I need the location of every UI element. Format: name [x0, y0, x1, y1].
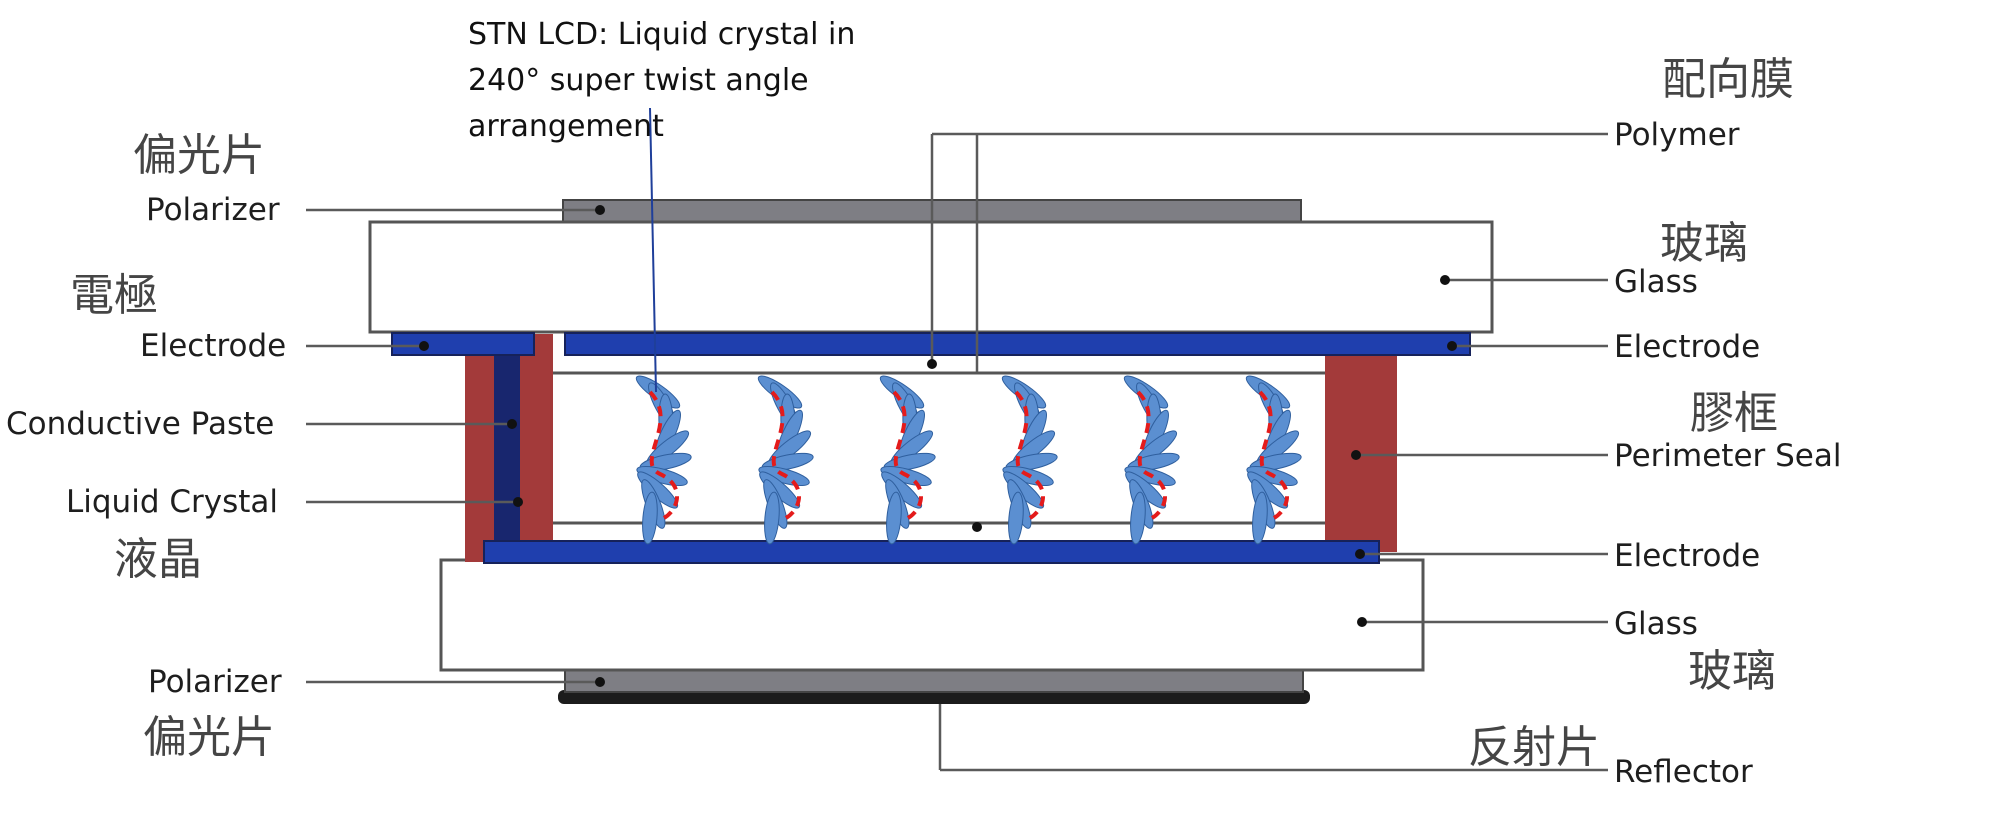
caption-line-1: STN LCD: Liquid crystal in: [468, 17, 856, 52]
label-glass-bottom: Glass: [1614, 606, 1698, 642]
label-polarizer-top-zh: 偏光片: [133, 130, 265, 181]
label-glass-top-zh: 玻璃: [1660, 218, 1748, 269]
label-electrode-top-right: Electrode: [1614, 329, 1760, 365]
lc-molecule: [764, 491, 780, 545]
label-glass-top: Glass: [1614, 264, 1698, 300]
label-conductive-paste: Conductive Paste: [6, 406, 274, 442]
label-polymer-zh: 配向膜: [1662, 54, 1794, 105]
liquid-crystal-molecules: [635, 375, 1302, 545]
electrode-bottom: [483, 540, 1380, 564]
label-reflector: Reflector: [1614, 754, 1753, 790]
label-polarizer-bottom-zh: 偏光片: [143, 712, 275, 763]
twist-path: [648, 390, 679, 520]
lc-column: [1001, 375, 1058, 545]
lc-molecule: [1130, 491, 1146, 545]
label-perimeter-seal-zh: 膠框: [1690, 388, 1778, 439]
caption-line-2: 240° super twist angle: [468, 63, 809, 98]
label-liquid-crystal: Liquid Crystal: [66, 484, 278, 520]
electrode-top-main: [564, 332, 1471, 356]
reflector: [558, 690, 1310, 704]
leader-lines: [306, 132, 1608, 772]
lc-molecule: [1008, 491, 1024, 545]
twist-path: [1136, 390, 1167, 520]
twist-path: [892, 390, 923, 520]
lc-molecule: [886, 491, 902, 545]
caption-line-3: arrangement: [468, 109, 664, 144]
label-electrode-left: Electrode: [140, 328, 286, 364]
label-electrode-zh: 電極: [70, 270, 158, 321]
leader-dots: [419, 205, 1457, 687]
label-perimeter-seal: Perimeter Seal: [1614, 438, 1841, 474]
lc-column: [757, 375, 814, 545]
label-polymer: Polymer: [1614, 117, 1740, 153]
polarizer-bottom: [564, 667, 1304, 693]
twist-path: [1258, 390, 1289, 520]
lc-column: [1245, 375, 1302, 545]
perimeter-seal-right: [1325, 354, 1397, 552]
label-reflector-zh: 反射片: [1468, 722, 1600, 773]
lc-column: [635, 375, 692, 545]
label-glass-bottom-zh: 玻璃: [1688, 646, 1776, 697]
lc-column: [1123, 375, 1180, 545]
label-polarizer-top: Polarizer: [146, 192, 280, 228]
electrode-top-left: [391, 332, 535, 356]
liquid-crystal-cell: [553, 376, 1325, 523]
twist-path: [770, 390, 801, 520]
lc-column: [879, 375, 936, 545]
twist-path: [1014, 390, 1045, 520]
label-polarizer-bottom: Polarizer: [148, 664, 282, 700]
caption-pointer: [649, 107, 657, 393]
conductive-paste: [494, 334, 520, 546]
lc-molecule: [1252, 491, 1268, 545]
lc-molecule: [642, 491, 658, 545]
caption: STN LCD: Liquid crystal in 240° super tw…: [468, 12, 988, 150]
glass-bottom: [439, 558, 1425, 672]
label-electrode-bottom-right: Electrode: [1614, 538, 1760, 574]
label-liquid-crystal-zh: 液晶: [114, 534, 202, 585]
